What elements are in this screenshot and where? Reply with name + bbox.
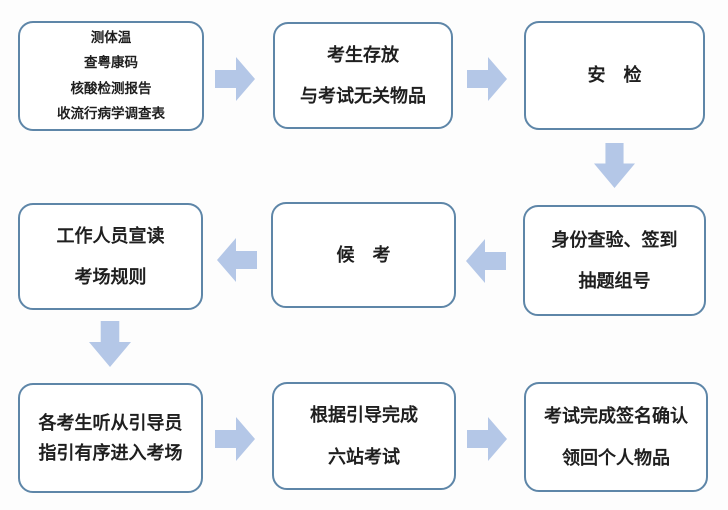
node-text: 收流行病学调查表: [57, 105, 165, 121]
node-text: 核酸检测报告: [70, 80, 152, 96]
node-text: 考试完成签名确认: [544, 406, 688, 426]
node-text: 抽题组号: [578, 271, 651, 291]
node-text: 测体温: [90, 30, 132, 46]
node-text: 领回个人物品: [562, 447, 670, 468]
arrow-right-icon: [467, 417, 507, 461]
flow-node-sign-and-retrieve: 考试完成签名确认 领回个人物品: [524, 382, 708, 492]
node-text: 身份查验、签到: [551, 229, 678, 250]
arrow-down-icon: [594, 143, 635, 188]
arrow-right-icon: [215, 57, 255, 101]
flow-node-waiting: 候 考: [271, 202, 456, 308]
node-text: 各考生听从引导员: [38, 413, 183, 433]
node-text: 根据引导完成: [310, 405, 418, 425]
node-text: 查粤康码: [84, 55, 138, 71]
flow-node-enter-exam-room: 各考生听从引导员 指引有序进入考场: [18, 383, 203, 493]
node-text: 工作人员宣读: [56, 225, 165, 246]
arrow-down-icon: [89, 321, 131, 367]
flow-node-security-check: 安 检: [524, 21, 705, 130]
arrow-right-icon: [215, 417, 255, 461]
node-text: 六站考试: [328, 446, 400, 467]
flow-node-pre-entry-checks: 测体温 查粤康码 核酸检测报告 收流行病学调查表: [18, 21, 204, 131]
node-text: 考场规则: [74, 267, 147, 287]
node-text: 考生存放: [327, 44, 399, 65]
arrow-left-icon: [217, 238, 257, 282]
node-text: 与考试无关物品: [300, 86, 426, 106]
node-text: 安 检: [587, 65, 642, 86]
arrow-right-icon: [467, 57, 507, 101]
flow-node-store-items: 考生存放 与考试无关物品: [273, 22, 453, 129]
flow-node-staff-announce-rules: 工作人员宣读 考场规则: [18, 203, 203, 310]
node-text: 指引有序进入考场: [38, 442, 183, 463]
flow-node-identity-check-sign-in: 身份查验、签到 抽题组号: [523, 205, 706, 316]
flow-node-six-station-exam: 根据引导完成 六站考试: [272, 382, 456, 490]
arrow-left-icon: [466, 239, 506, 283]
node-text: 候 考: [336, 244, 391, 265]
